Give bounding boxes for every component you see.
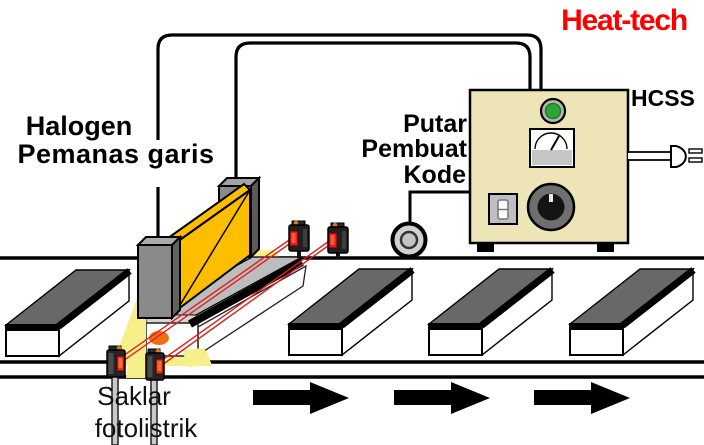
- heater-label-line1: Halogen: [26, 111, 133, 141]
- heater-cable-left: [156, 33, 543, 241]
- meter-needle: [550, 135, 560, 151]
- halogen-line-heater: [135, 175, 262, 321]
- power-plug-icon: [670, 145, 703, 168]
- heat-glow-sliver-bottom: [182, 348, 212, 367]
- sensor-label-line1: Saklar: [97, 381, 171, 411]
- rotary-encoder-wheel: [390, 221, 428, 259]
- encoder-label-line1: Putar: [403, 110, 467, 138]
- photoelectric-sensor-upper-1: [288, 220, 310, 258]
- sensor-label-line2: fotolistrik: [95, 413, 199, 443]
- heat-glow-sliver-left: [126, 308, 146, 378]
- encoder-cable: [408, 190, 470, 224]
- heater-end-block-front: [135, 234, 183, 321]
- controller-foot-right: [597, 242, 614, 252]
- heater-body: [169, 182, 252, 313]
- power-cord: [628, 151, 671, 161]
- heater-label-line2: Pemanas garis: [17, 139, 214, 169]
- analog-meter-icon: [529, 128, 575, 168]
- brand-logo: Heat-tech: [561, 4, 687, 37]
- direction-arrow-3: [534, 382, 630, 414]
- pilot-lamp-icon: [539, 97, 567, 125]
- model-label: HCSS: [631, 85, 695, 111]
- power-knob-icon: [526, 182, 576, 232]
- laser-beams: [122, 237, 333, 366]
- heater-cable-right: [234, 41, 532, 184]
- controller-foot-left: [477, 242, 494, 252]
- toggle-switch-icon: [488, 193, 518, 225]
- encoder-label-line2: Pembuat: [361, 135, 467, 163]
- direction-arrow-2: [394, 382, 490, 414]
- photoelectric-sensor-lower-2: [145, 348, 165, 445]
- heated-spot: [149, 331, 169, 345]
- photoelectric-sensor-lower-1: [106, 345, 126, 445]
- photoelectric-sensor-upper-2: [327, 222, 349, 259]
- encoder-label-line3: Kode: [404, 161, 467, 189]
- hcss-controller: [468, 88, 703, 252]
- direction-arrow-1: [253, 382, 349, 414]
